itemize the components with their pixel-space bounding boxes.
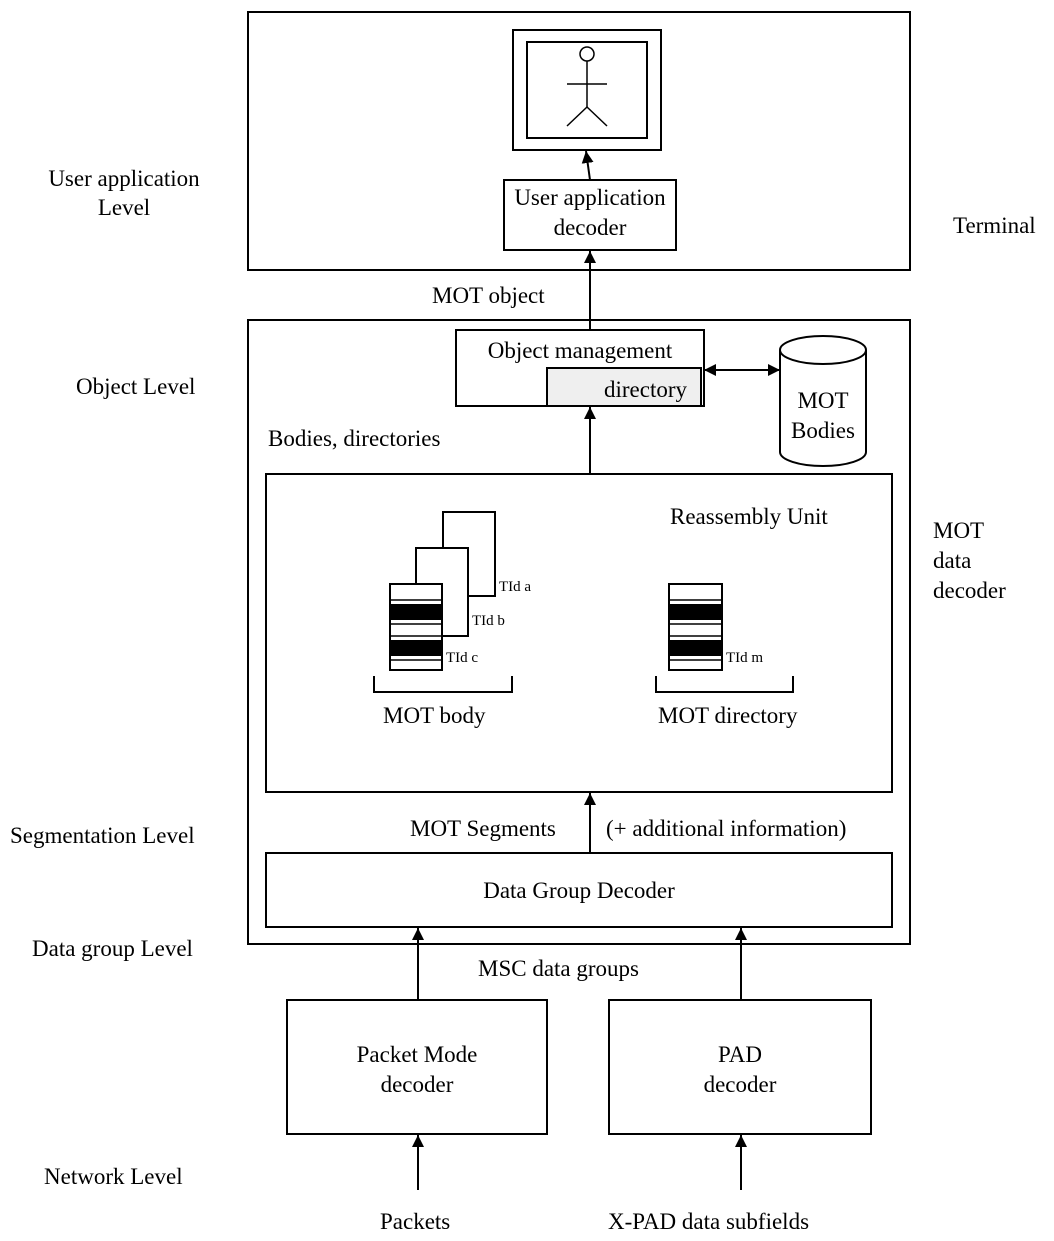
mot-bodies-storage-icon <box>779 335 867 467</box>
tid-m-segment-stack <box>668 583 723 671</box>
mot-bodies-label: MOT Bodies <box>791 388 855 443</box>
display-screen-inner <box>526 41 648 139</box>
data-group-decoder-box <box>265 852 893 928</box>
mot-directory-label: MOT directory <box>658 703 798 728</box>
mot-directory-bracket <box>655 676 794 693</box>
object-management-label: Object management <box>487 338 673 363</box>
segment-stripes <box>390 604 722 656</box>
mot-body-label: MOT body <box>383 703 486 728</box>
data-group-decoder-label: Data Group Decoder <box>483 878 675 903</box>
level-network: Network Level <box>44 1164 183 1189</box>
bodies-directories-label: Bodies, directories <box>268 426 441 451</box>
packets-label: Packets <box>380 1209 451 1234</box>
tid-c-segment-stack <box>389 583 443 671</box>
reassembly-unit-label: Reassembly Unit <box>670 504 828 529</box>
tid-a-label: TId a <box>499 579 532 595</box>
tid-b-label: TId b <box>472 613 505 629</box>
arrow-to-display <box>581 150 594 181</box>
directory-label: directory <box>603 377 687 402</box>
level-segmentation: Segmentation Level <box>10 823 195 848</box>
level-user-application: User application Level <box>48 166 200 220</box>
mot-object-label: MOT object <box>432 283 545 308</box>
level-object: Object Level <box>76 374 196 399</box>
user-application-decoder-label: User application decoder <box>514 185 666 240</box>
directory-box <box>546 367 702 407</box>
display-screen-outer <box>512 29 662 151</box>
xpad-data-subfields-label: X-PAD data subfields <box>608 1209 810 1234</box>
mot-data-decoder-box <box>247 319 911 945</box>
mot-body-bracket <box>373 676 513 693</box>
mot-data-decoder-label: MOT data decoder <box>933 518 1006 603</box>
msc-data-groups-label: MSC data groups <box>478 956 639 981</box>
additional-information-label: (+ additional information) <box>606 816 847 841</box>
tid-m-label: TId m <box>726 650 764 666</box>
pad-decoder-label: PAD decoder <box>703 1042 777 1097</box>
terminal-label: Terminal <box>953 213 1036 238</box>
reassembly-unit-box <box>265 473 893 793</box>
terminal-box <box>247 11 911 271</box>
level-data-group: Data group Level <box>32 936 193 961</box>
user-figure-icon <box>566 46 608 127</box>
packet-mode-decoder-label: Packet Mode decoder <box>356 1042 478 1097</box>
mot-segments-label: MOT Segments <box>410 816 556 841</box>
tid-c-label: TId c <box>446 650 479 666</box>
